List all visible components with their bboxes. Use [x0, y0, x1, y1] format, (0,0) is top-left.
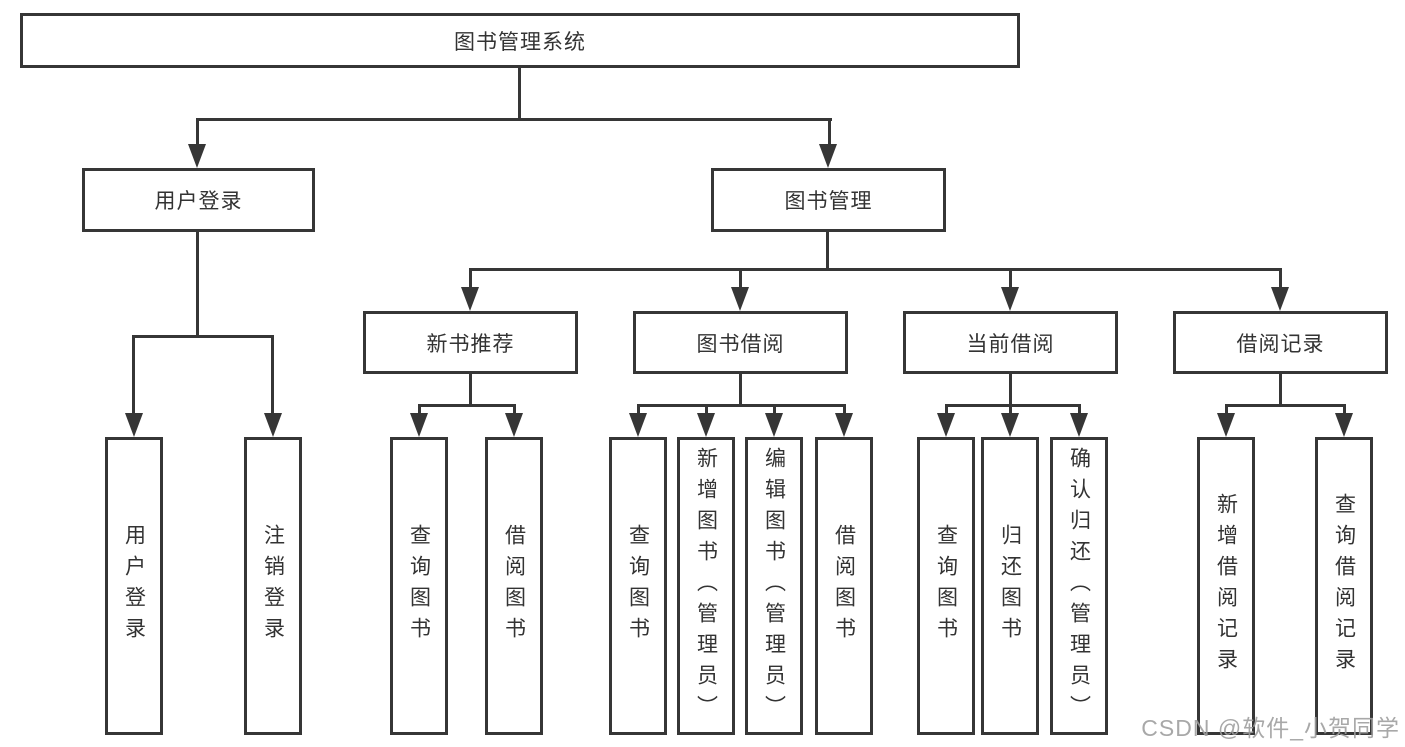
leaf-edit-book-admin: 编辑图书（管理员） [745, 437, 803, 735]
arrowhead [1070, 413, 1088, 437]
arrowhead [819, 144, 837, 168]
node-user-login: 用户登录 [82, 168, 315, 232]
connector [945, 404, 948, 416]
arrowhead [264, 413, 282, 437]
connector [828, 118, 831, 148]
arrowhead [410, 413, 428, 437]
leaf-borrow-books-recommend: 借阅图书 [485, 437, 543, 735]
connector [513, 404, 516, 416]
arrowhead [1001, 413, 1019, 437]
node-new-book-recommendation: 新书推荐 [363, 311, 578, 374]
arrowhead [505, 413, 523, 437]
connector [945, 404, 1081, 407]
arrowhead [731, 287, 749, 311]
connector [1009, 374, 1012, 407]
leaf-query-books-recommend: 查询图书 [390, 437, 448, 735]
leaf-borrow-books-borrowing: 借阅图书 [815, 437, 873, 735]
connector [637, 404, 846, 407]
node-book-borrowing: 图书借阅 [633, 311, 848, 374]
connector [1009, 268, 1012, 290]
connector [196, 118, 199, 148]
leaf-query-borrow-record: 查询借阅记录 [1315, 437, 1373, 735]
connector [1078, 404, 1081, 416]
arrowhead [1217, 413, 1235, 437]
node-borrowing-records: 借阅记录 [1173, 311, 1388, 374]
node-library-system: 图书管理系统 [20, 13, 1020, 68]
connector [1225, 404, 1346, 407]
connector [1279, 374, 1282, 407]
csdn-watermark: CSDN @软件_小贺同学 [1141, 715, 1400, 741]
arrowhead [629, 413, 647, 437]
arrowhead [835, 413, 853, 437]
leaf-query-books-current: 查询图书 [917, 437, 975, 735]
connector [418, 404, 421, 416]
connector [705, 404, 708, 416]
connector [1343, 404, 1346, 416]
connector [418, 404, 516, 407]
arrowhead [697, 413, 715, 437]
connector [826, 232, 829, 270]
leaf-add-borrow-record: 新增借阅记录 [1197, 437, 1255, 735]
connector [469, 374, 472, 407]
connector [1225, 404, 1228, 416]
connector [739, 268, 742, 290]
connector [843, 404, 846, 416]
leaf-user-login: 用户登录 [105, 437, 163, 735]
leaf-confirm-return-admin: 确认归还（管理员） [1050, 437, 1108, 735]
arrowhead [765, 413, 783, 437]
connector [1279, 268, 1282, 290]
connector [271, 335, 274, 417]
arrowhead [461, 287, 479, 311]
arrowhead [188, 144, 206, 168]
leaf-return-book: 归还图书 [981, 437, 1039, 735]
leaf-add-book-admin: 新增图书（管理员） [677, 437, 735, 735]
arrowhead [125, 413, 143, 437]
connector [469, 268, 1282, 271]
leaf-query-books-borrowing: 查询图书 [609, 437, 667, 735]
arrowhead [937, 413, 955, 437]
leaf-logout: 注销登录 [244, 437, 302, 735]
connector [132, 335, 274, 338]
connector [196, 232, 199, 335]
connector [739, 374, 742, 407]
node-current-borrowing: 当前借阅 [903, 311, 1118, 374]
connector [1009, 404, 1012, 416]
connector [773, 404, 776, 416]
connector [518, 66, 521, 120]
connector [469, 268, 472, 290]
connector [196, 118, 832, 121]
arrowhead [1001, 287, 1019, 311]
connector [132, 335, 135, 417]
arrowhead [1335, 413, 1353, 437]
node-book-management: 图书管理 [711, 168, 946, 232]
connector [637, 404, 640, 416]
arrowhead [1271, 287, 1289, 311]
